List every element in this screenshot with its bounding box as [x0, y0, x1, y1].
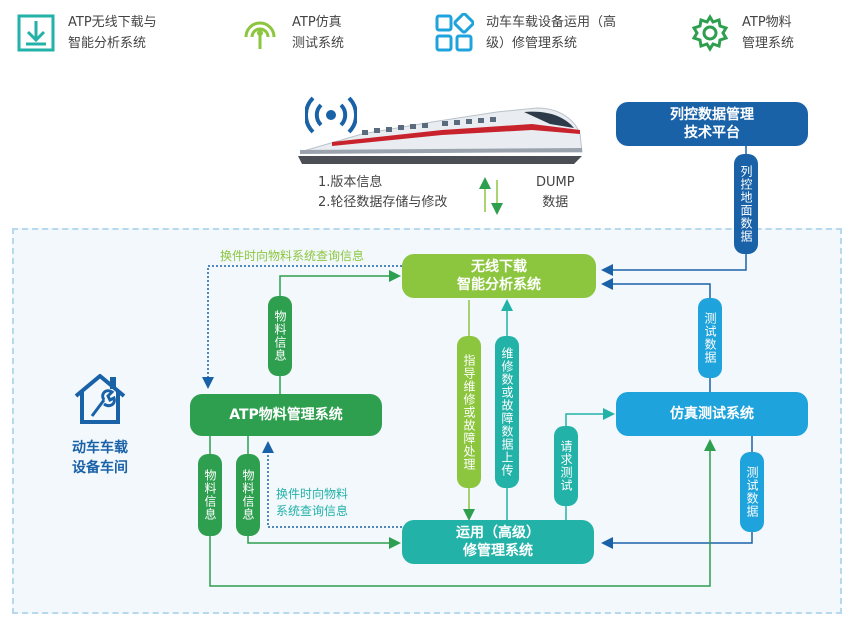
dump-data-label: DUMP 数据 — [536, 175, 575, 210]
workshop-tools-icon — [74, 374, 126, 424]
gear-icon — [691, 14, 729, 52]
simulation-test-node[interactable]: 仿真测试系统 — [616, 392, 808, 436]
pill-test-data-top: 测试数据 — [698, 298, 722, 378]
legend-material: ATP物料 管理系统 — [690, 8, 794, 58]
grid-apps-icon — [435, 13, 474, 52]
pill-guide-repair: 指导维修或故障处理 — [457, 336, 481, 488]
pill-material-info-top: 物料信息 — [268, 296, 292, 376]
pill-material-info-left2: 物料信息 — [236, 454, 260, 536]
pill-material-info-left1: 物料信息 — [198, 454, 222, 536]
pill-request-test: 请求测试 — [554, 426, 578, 506]
train-illustration — [298, 107, 583, 164]
train-info-version: 1.版本信息 — [318, 175, 383, 190]
legend-label: 动车车载设备运用（高 级）修管理系统 — [486, 15, 617, 51]
download-icon — [17, 14, 55, 52]
legend-simulation: ATP仿真 测试系统 — [240, 8, 344, 58]
pill-test-data-right: 测试数据 — [740, 452, 764, 532]
train-info-wheel: 2.轮径数据存储与修改 — [318, 195, 448, 210]
wireless-signal-icon — [305, 96, 357, 134]
signal-gauge-icon — [244, 21, 276, 49]
legend-wireless: ATP无线下载与 智能分析系统 — [16, 8, 157, 58]
legend-label: ATP无线下载与 智能分析系统 — [68, 15, 157, 51]
legend-label: ATP物料 管理系统 — [742, 15, 795, 51]
legend-label: ATP仿真 测试系统 — [292, 15, 345, 51]
legend-operation: 动车车载设备运用（高 级）修管理系统 — [434, 8, 616, 58]
atp-material-node[interactable]: ATP物料管理系统 — [190, 394, 382, 436]
workshop-label: 动车车载 设备车间 — [72, 440, 128, 476]
pill-ground-data: 列控地面数据 — [734, 154, 758, 254]
wireless-analysis-node[interactable]: 无线下载 智能分析系统 — [402, 254, 596, 298]
annotation-query-top: 换件时向物料系统查询信息 — [220, 249, 365, 263]
operation-repair-node[interactable]: 运用（高级） 修管理系统 — [402, 520, 594, 564]
pill-repair-upload: 维修数或故障数据上传 — [495, 336, 519, 488]
train-control-platform[interactable]: 列控数据管理 技术平台 — [616, 102, 808, 146]
annotation-query-bottom: 换件时向物料 系统查询信息 — [276, 487, 349, 518]
